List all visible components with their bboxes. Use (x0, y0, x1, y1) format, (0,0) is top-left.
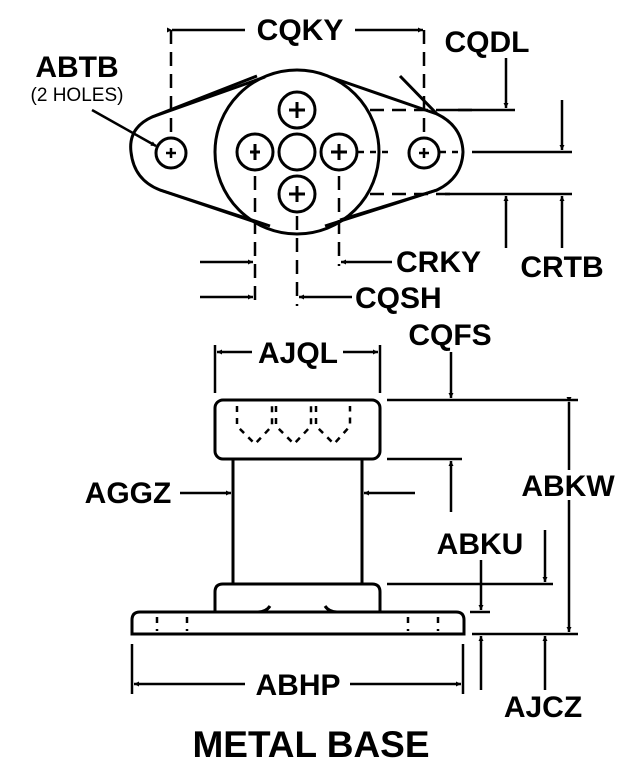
side-view (130, 398, 466, 636)
dimension-crky: CRKY (200, 246, 481, 279)
dimension-abhp: ABHP (130, 644, 465, 702)
label-abkw: ABKW (521, 470, 615, 503)
body-column (231, 459, 364, 584)
label-ajcz: AJCZ (504, 691, 582, 724)
flange-outline-top-r (329, 75, 438, 116)
label-ajql: AJQL (258, 337, 338, 370)
dimension-cqsh: CQSH (200, 282, 442, 315)
bolt-hole-right (319, 132, 359, 172)
bolt-hole-bottom (277, 174, 317, 214)
dimension-abtb: ABTB (2 HOLES) (31, 51, 157, 148)
bolt-hole-top (277, 90, 317, 130)
dimension-abkw: ABKW (472, 397, 615, 636)
dimension-ajcz: AJCZ (470, 560, 582, 724)
flange-outline-top (151, 75, 266, 119)
label-crky: CRKY (396, 246, 481, 279)
label-cqdl: CQDL (445, 26, 530, 59)
label-abku: ABKU (437, 528, 524, 561)
dimension-cqfs: CQFS (387, 319, 578, 402)
base-plate-holes (155, 617, 440, 631)
dimension-cqky: CQKY (167, 14, 423, 47)
label-aggz: AGGZ (85, 477, 172, 510)
label-abtb-note: (2 HOLES) (31, 85, 124, 106)
label-abhp: ABHP (255, 669, 340, 702)
label-cqsh: CQSH (355, 282, 442, 315)
base-boss (213, 582, 382, 614)
main-circle (213, 68, 381, 236)
flange-outline (129, 74, 465, 224)
label-abtb: ABTB (35, 51, 118, 84)
top-cap (213, 398, 382, 461)
top-view (129, 30, 480, 306)
center-hole (277, 132, 317, 172)
label-cqky: CQKY (257, 14, 344, 47)
label-cqfs: CQFS (408, 319, 491, 352)
centerline-vertical (169, 30, 426, 306)
dimension-abku: ABKU (387, 457, 553, 586)
dimension-ajql: AJQL (213, 337, 382, 393)
dimension-aggz: AGGZ (85, 477, 415, 510)
dimension-cqdl: CQDL (445, 26, 530, 112)
mounting-hole-right (407, 136, 441, 170)
dimension-crtb: CRTB (445, 100, 604, 284)
bolt-hole-left (235, 132, 275, 172)
mounting-hole-left (154, 136, 188, 170)
drawing-title: METAL BASE (192, 724, 429, 765)
base-plate (130, 610, 466, 636)
cap-internal-threads (235, 406, 352, 446)
label-crtb: CRTB (520, 251, 603, 284)
